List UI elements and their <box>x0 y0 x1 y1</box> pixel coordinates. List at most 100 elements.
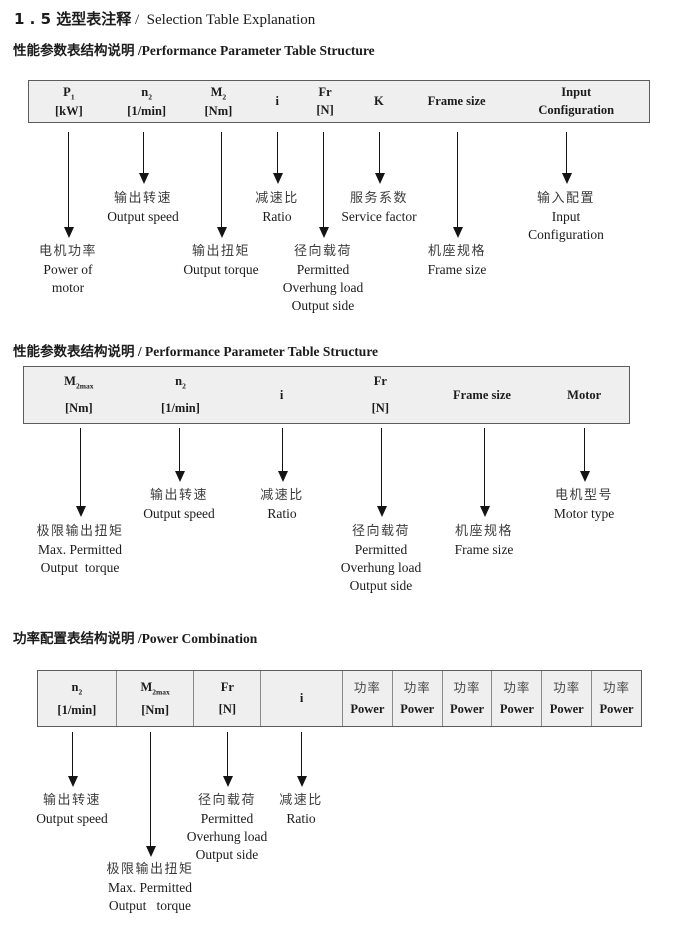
callout-label-line: 减速比 <box>279 793 323 808</box>
column-header-line: [N] <box>371 401 389 415</box>
table-column: M2[Nm] <box>185 81 253 122</box>
callout-label-line: Output torque <box>40 560 120 575</box>
callout-label-line: Motor type <box>553 506 615 521</box>
table-column: 功率 Power <box>341 671 392 726</box>
column-header-line: i <box>275 94 279 108</box>
table-column: M2max[Nm] <box>24 367 134 423</box>
section-heading-performance-1: 性能参数表结构说明 /Performance Parameter Table S… <box>13 39 375 59</box>
arrow-head-icon <box>277 471 288 482</box>
arrow-head-icon <box>138 173 149 184</box>
callout-label-line: Overhung load <box>340 560 422 575</box>
callout-arrow <box>68 132 69 229</box>
callout-label-line: 电机功率 <box>38 244 98 259</box>
callout-label-line: Output side <box>195 847 259 862</box>
table-column: i <box>260 671 342 726</box>
section-heading-3-cn: 功率配置表结构说明 <box>13 631 135 647</box>
callout-label-line: Input <box>551 209 581 224</box>
column-header-line: 功率 <box>553 680 581 695</box>
callout-arrow <box>282 428 283 473</box>
column-header-line: Fr <box>220 680 234 694</box>
arrow-head-icon <box>75 506 86 517</box>
arrow-head-icon <box>296 776 307 787</box>
section-heading-1-en: /Performance Parameter Table Structure <box>134 43 375 58</box>
callout-label-line: Output side <box>349 578 413 593</box>
table-column: i <box>227 367 336 423</box>
callout-arrow <box>379 132 380 175</box>
column-header-line: M2max <box>64 374 94 391</box>
column-header-line: M2 <box>210 84 227 101</box>
callout-label-line: 输出扭矩 <box>191 244 250 259</box>
callout-arrow <box>227 732 228 778</box>
arrow-head-icon <box>222 776 233 787</box>
arrow-head-icon <box>579 471 590 482</box>
column-header-line: [N] <box>218 702 237 716</box>
column-header-line: [N] <box>316 103 334 117</box>
column-header-line: i <box>279 387 284 402</box>
column-header-line: [1/min] <box>161 401 200 415</box>
callout-label-line: Overhung load <box>186 829 268 844</box>
callout-arrow <box>566 132 567 175</box>
callout-label-line: Overhung load <box>282 280 364 295</box>
callout-label-line: 减速比 <box>255 191 299 206</box>
callout-label-line: Permitted <box>200 811 254 826</box>
column-header-line: n2 <box>71 679 83 696</box>
table-column: Fr [N] <box>193 671 260 726</box>
column-header-line: [1/min] <box>57 702 97 717</box>
callout-label-line: Max. Permitted <box>37 542 122 557</box>
table-column: Frame size <box>410 81 504 122</box>
callout-label-line: Permitted <box>296 262 350 277</box>
table-column: M2max[Nm] <box>115 671 194 726</box>
callout-arrow <box>584 428 585 473</box>
column-header-line: Motor <box>567 387 602 402</box>
callout-label-line: Ratio <box>262 209 292 224</box>
callout-arrow <box>179 428 180 473</box>
table-column: Fr [N] <box>336 367 425 423</box>
callout-arrow <box>277 132 278 175</box>
callout-arrow <box>72 732 73 778</box>
callout-label-line: Output side <box>291 298 355 313</box>
arrow-head-icon <box>374 173 385 184</box>
callout-label-line: 极限输出扭矩 <box>106 862 194 877</box>
arrow-head-icon <box>145 846 156 857</box>
header-table: M2max[Nm]n2[1/min] i Fr [N] Frame size Motor <box>23 366 630 424</box>
callout-label-line: Service factor <box>341 209 417 224</box>
arrow-head-icon <box>272 173 283 184</box>
callout-label-line: Frame size <box>454 542 514 557</box>
callout-label-line: 径向载荷 <box>197 793 257 808</box>
column-header-line: 功率 <box>353 680 381 695</box>
section-heading-3-en: /Power Combination <box>134 631 258 646</box>
column-header-line: [kW] <box>54 103 83 118</box>
column-header-line: Fr <box>373 374 387 388</box>
column-header-line: Frame size <box>453 387 511 402</box>
callout-label-line: Ratio <box>267 506 297 521</box>
table-column: Fr [N] <box>302 81 348 122</box>
arrow-head-icon <box>63 227 74 238</box>
callout-arrow <box>143 132 144 175</box>
callout-arrow <box>301 732 302 778</box>
table-column: i <box>252 81 302 122</box>
table-column: Frame size <box>425 367 540 423</box>
column-header-line: Power <box>400 702 435 716</box>
arrow-head-icon <box>67 776 78 787</box>
column-header-line: i <box>299 691 304 705</box>
callout-label-line: 服务系数 <box>349 191 408 206</box>
table-column: n2[1/min] <box>134 367 228 423</box>
callout-label-line: 减速比 <box>260 488 304 503</box>
page-title-cn: 1 . 5 选型表注释 <box>14 10 132 28</box>
callout-label-line: 输出转速 <box>149 488 208 503</box>
callout-label-line: Output speed <box>36 811 108 826</box>
column-header-line: Power <box>350 702 385 716</box>
callout-label-line: Power of <box>43 262 93 277</box>
arrow-head-icon <box>452 227 463 238</box>
callout-label-line: 输入配置 <box>536 191 595 206</box>
column-header-line: Fr <box>318 85 332 99</box>
table-column: Motor <box>539 367 629 423</box>
